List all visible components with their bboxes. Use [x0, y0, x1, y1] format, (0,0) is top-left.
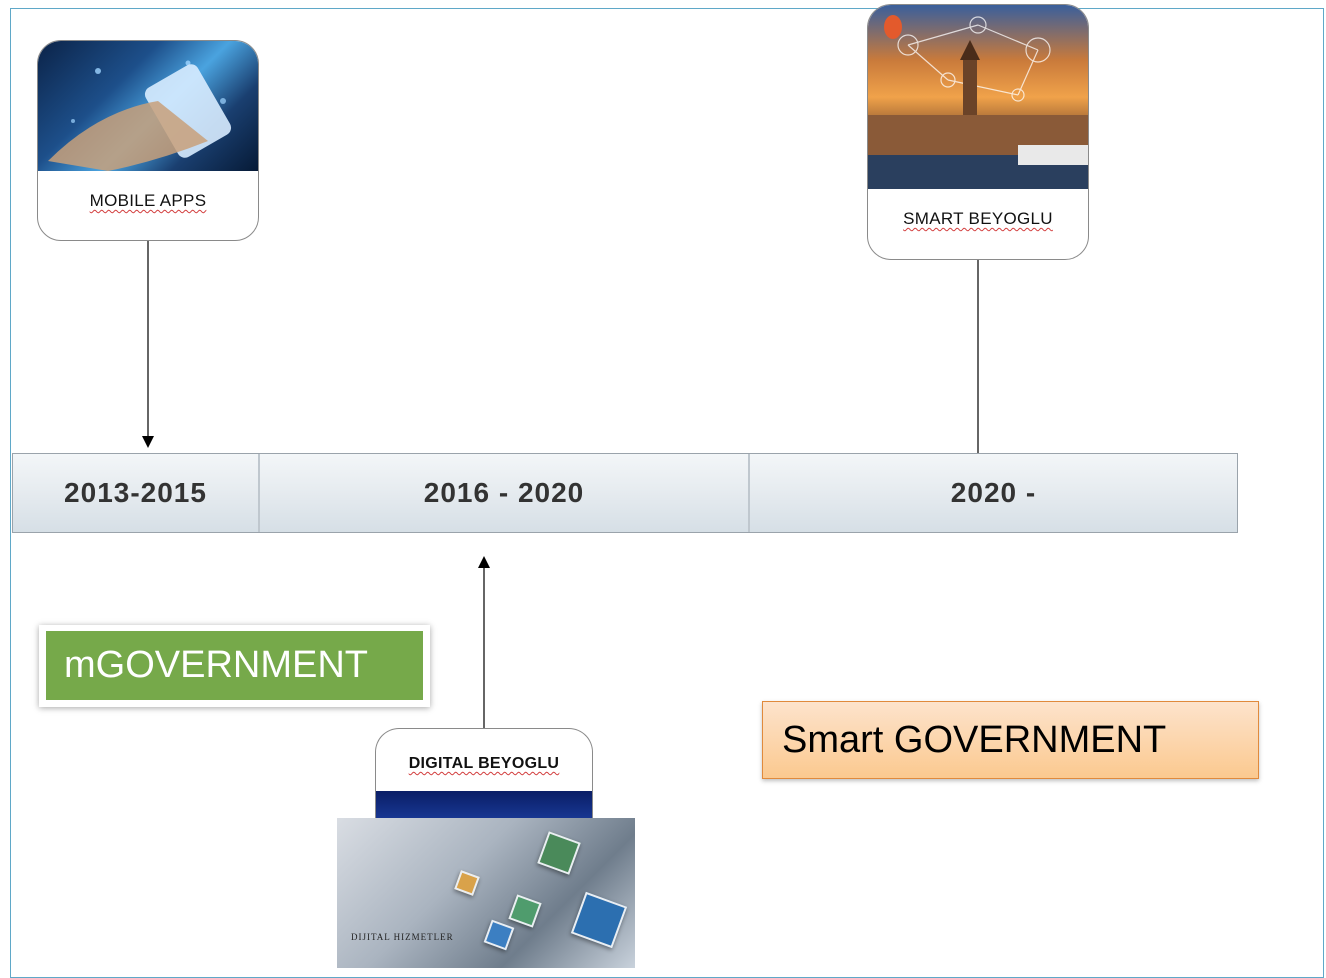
hand-phone-icon — [48, 60, 232, 171]
mgovernment-tag: mGOVERNMENT — [39, 625, 430, 707]
timeline-segment: 2013-2015 — [13, 454, 258, 532]
smart-government-tag: Smart GOVERNMENT — [762, 701, 1259, 779]
smart-beyoglu-label: SMART BEYOGLU — [903, 209, 1053, 228]
timeline-segment: 2020 - — [748, 454, 1237, 532]
timeline-bar: 2013-2015 2016 - 2020 2020 - — [12, 453, 1238, 533]
smart-beyoglu-card: SMART BEYOGLU — [867, 4, 1089, 260]
digital-services-caption: DIJITAL HIZMETLER — [351, 932, 454, 942]
city-network-icon — [868, 15, 1088, 189]
mobile-apps-image — [38, 41, 258, 171]
mobile-apps-label: MOBILE APPS — [89, 191, 207, 210]
mgovernment-label: mGOVERNMENT — [46, 631, 423, 700]
smart-beyoglu-image — [868, 5, 1088, 189]
digital-beyoglu-label: DIGITAL BEYOGLU — [408, 755, 560, 772]
digital-services-photo: DIJITAL HIZMETLER — [337, 818, 635, 968]
timeline-segment: 2016 - 2020 — [258, 454, 748, 532]
mobile-apps-card: MOBILE APPS — [37, 40, 259, 241]
